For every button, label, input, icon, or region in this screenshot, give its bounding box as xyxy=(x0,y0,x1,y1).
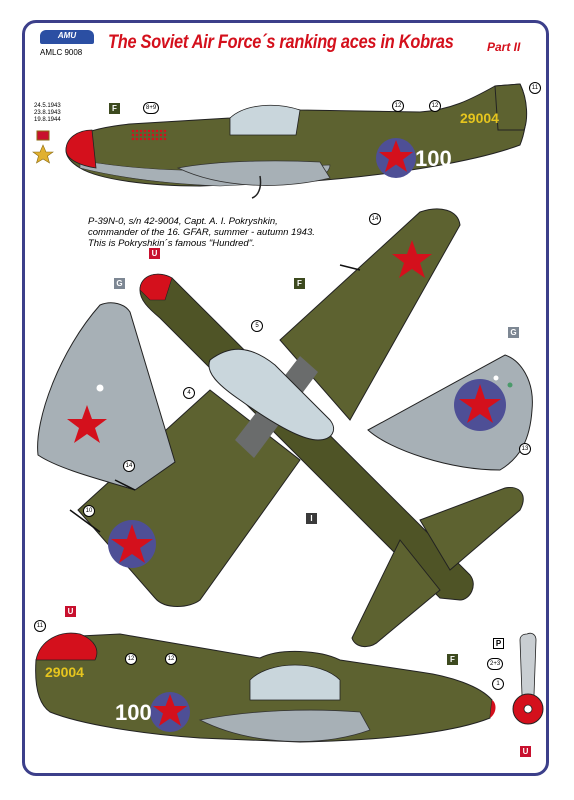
page-frame xyxy=(22,20,549,776)
top-view xyxy=(69,208,524,647)
award-date: 24.5.1943 xyxy=(34,103,61,109)
aircraft-caption: P-39N-0, s/n 42-9004, Capt. A. I. Pokrys… xyxy=(88,216,368,249)
award-date: 19.8.1944 xyxy=(34,117,61,123)
award-dates: 24.5.1943 23.8.1943 19.8.1944 xyxy=(34,103,61,124)
part-label: Part II xyxy=(487,40,521,54)
callout-4: 4 xyxy=(183,387,195,399)
callout-11: 11 xyxy=(529,82,541,94)
brand-logo: AMU xyxy=(40,30,94,44)
hero-medal-icon xyxy=(32,130,54,164)
callout-12: 12 xyxy=(125,653,137,665)
side-view-left: 29004 100 xyxy=(35,632,496,743)
callout-1: 1 xyxy=(492,678,504,690)
callout-13: 13 xyxy=(519,443,531,455)
color-code-f: F xyxy=(447,654,458,665)
callout-2-3: 2+3 xyxy=(487,658,504,670)
color-code-i: I xyxy=(306,513,317,524)
callout-5: 5 xyxy=(251,320,263,332)
callout-11: 11 xyxy=(34,620,46,632)
kill-marks xyxy=(131,129,167,141)
serial-marking-left: 29004 xyxy=(45,664,84,680)
callout-12: 12 xyxy=(392,100,404,112)
callout-12: 12 xyxy=(429,100,441,112)
color-code-u: U xyxy=(65,606,76,617)
caption-line: commander of the 16. GFAR, summer - autu… xyxy=(88,227,315,238)
serial-marking: 29004 xyxy=(460,110,499,126)
page-title: The Soviet Air Force´s ranking aces in K… xyxy=(108,32,454,53)
underwing-right xyxy=(367,354,533,471)
brand-logo-text: AMU xyxy=(57,31,77,40)
propeller-diagram xyxy=(512,632,544,725)
caption-line: This is Pokryshkin´s famous "Hundred". xyxy=(88,238,255,249)
number-marking-left: 100 xyxy=(115,700,152,725)
color-code-u: U xyxy=(149,248,160,259)
color-code-f: F xyxy=(294,278,305,289)
callout-14: 14 xyxy=(369,213,381,225)
number-marking: 100 xyxy=(415,146,452,171)
color-code-g: G xyxy=(508,327,519,338)
callout-8-9: 8+9 xyxy=(143,102,160,114)
product-code: AMLC 9008 xyxy=(40,48,83,57)
color-code-f: F xyxy=(109,103,120,114)
color-code-g: G xyxy=(114,278,125,289)
color-code-p: P xyxy=(493,638,504,649)
award-date: 23.8.1943 xyxy=(34,110,61,116)
callout-12: 12 xyxy=(165,653,177,665)
underwing-left xyxy=(37,302,176,491)
callout-14: 14 xyxy=(123,460,135,472)
color-code-u: U xyxy=(520,746,531,757)
callout-10: 10 xyxy=(83,505,95,517)
caption-line: P-39N-0, s/n 42-9004, Capt. A. I. Pokrys… xyxy=(88,216,278,227)
side-view-right: 29004 100 xyxy=(65,83,528,199)
